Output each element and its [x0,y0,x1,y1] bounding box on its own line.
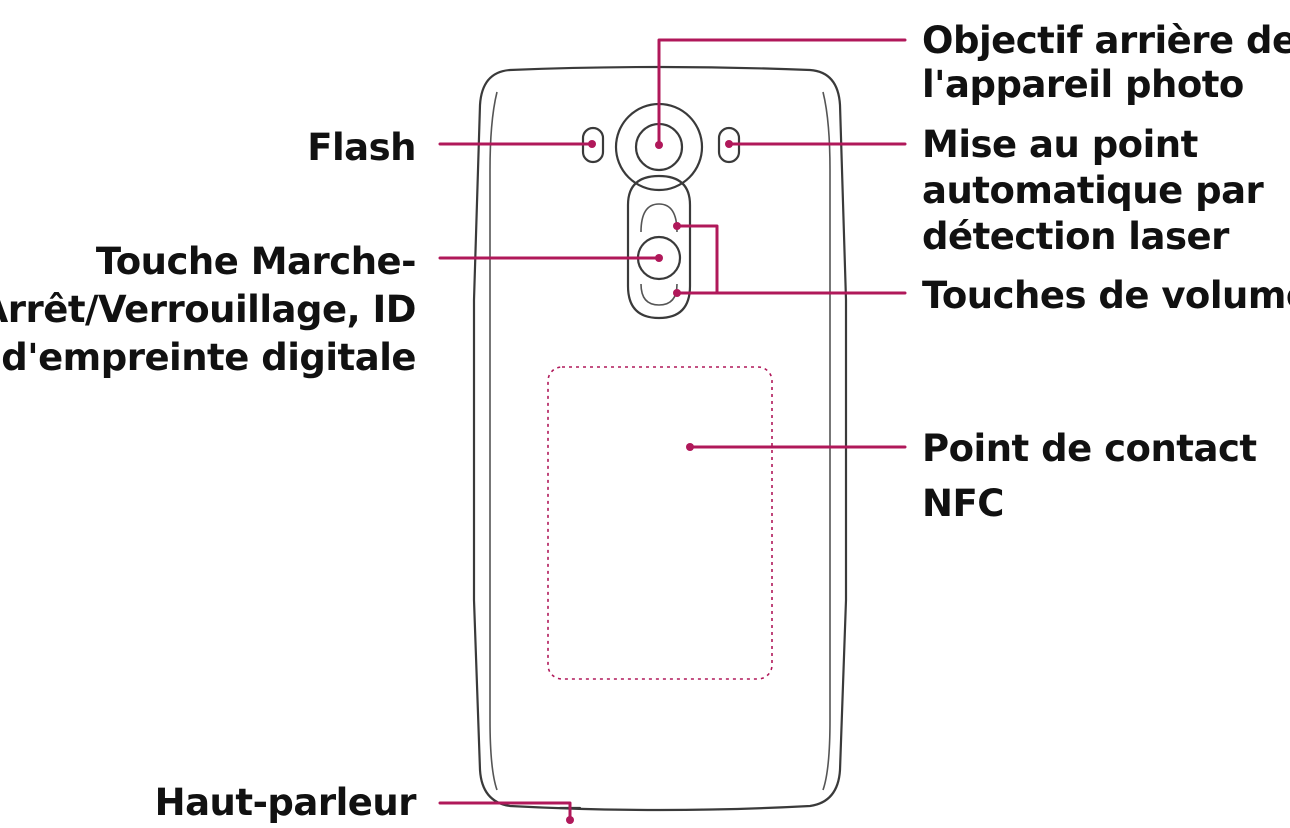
phone-outer-outline [472,65,848,812]
label-power-key-line3: d'empreinte digitale [1,336,416,379]
label-nfc-line1: Point de contact [922,427,1257,470]
anchor-dot-speaker [566,816,574,824]
label-flash: Flash [307,126,416,169]
anchor-dot-laser-af [725,140,733,148]
leader-speaker [438,801,572,822]
leader-volume-keys [675,224,907,295]
leader-lines [438,38,907,824]
leader-rear-camera [657,38,907,147]
phone-right-edge-line [822,91,831,791]
anchor-dot-power-key [655,254,663,262]
anchor-dot-volume-up [673,222,681,230]
anchor-dot-nfc [686,443,694,451]
anchor-dot-rear-camera [655,141,663,149]
nfc-contact-area [547,366,773,680]
anchor-dot-volume-down [673,289,681,297]
label-volume-keys: Touches de volume [922,274,1290,317]
label-laser-af-line2: automatique par [922,169,1265,212]
label-rear-camera-line2: l'appareil photo [922,63,1244,106]
volume-up-key [640,203,678,233]
label-laser-af-line1: Mise au point [922,123,1198,166]
volume-down-key [640,283,678,306]
label-nfc-line2: NFC [922,482,1004,525]
label-power-key-line1: Touche Marche- [96,240,416,283]
phone-body [472,65,848,812]
callout-labels: Objectif arrière de l'appareil photo Fla… [0,19,1290,824]
label-laser-af-line3: détection laser [922,215,1230,258]
label-speaker: Haut-parleur [155,781,418,824]
rear-keys [626,174,692,320]
label-power-key-line2: Arrêt/Verrouillage, ID [0,288,416,331]
rear-key-housing [626,174,692,320]
anchor-dot-flash [588,140,596,148]
phone-left-edge-line [489,91,498,791]
label-rear-camera-line1: Objectif arrière de [922,19,1290,62]
